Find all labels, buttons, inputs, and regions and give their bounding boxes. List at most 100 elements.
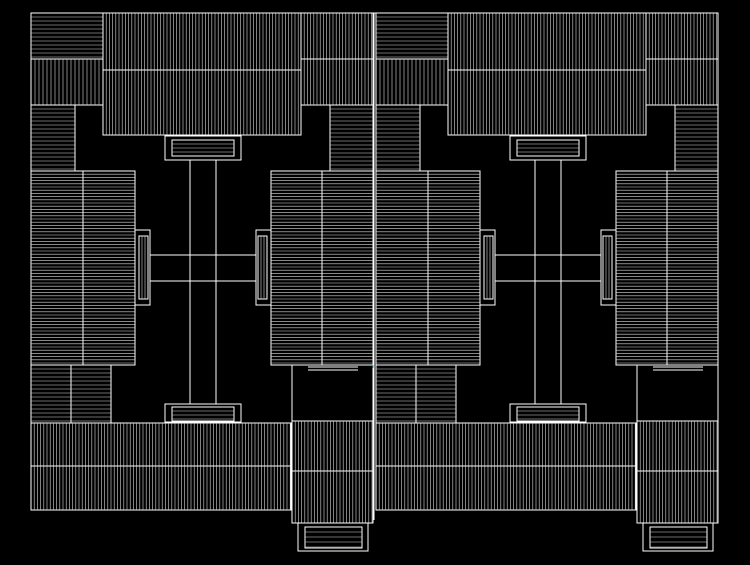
roof-wing-right-b [321,170,374,366]
roof-entry-lower-hatch [639,471,718,523]
dormer-left [138,235,149,300]
roof-bottom-band-upper [30,422,292,467]
dormer-top [171,139,235,157]
roof-bottom-gable-left [30,364,72,424]
dormer-top-hatch [517,143,579,153]
roof-wing-left-a [30,170,84,366]
roof-link-right-top [329,104,374,172]
roof-bottom-gable-right-hatch [416,368,456,422]
roof-bottom-band-upper-outline [30,422,292,467]
roof-link-left-top-outline [30,104,76,172]
entry-recess [636,364,719,422]
dormer-right-outline [602,235,613,300]
entry-steps [649,526,708,549]
roof-link-left-top-hatch [31,108,75,170]
roof-link-right-top [674,104,719,172]
roof-wing-right-a [270,170,323,366]
roof-link-left-top [375,104,421,172]
dormer-bottom-hatch [517,410,579,420]
roof-entry-lower-hatch [294,471,373,523]
roof-entry-lower [636,470,719,524]
roof-wing-right-a-hatch [616,173,667,364]
dormer-right-outline [257,235,268,300]
roof-bottom-gable-left-hatch [376,368,416,422]
dormer-top [516,139,580,157]
roof-entry-upper [636,420,719,472]
roof-top-left-lower [30,58,104,106]
roof-wing-left-a [375,170,429,366]
roof-wing-left-b-outline [427,170,481,366]
dormer-right [602,235,613,300]
roof-entry-upper-outline [636,420,719,472]
roof-bottom-gable-left-hatch [31,368,71,422]
roof-wing-left-b-outline [82,170,136,366]
roof-wing-left-a-hatch [31,173,83,364]
roof-link-left-top [30,104,76,172]
roof-top-center-lower-hatch [450,70,644,135]
roof-top-right-block [300,12,374,60]
roof-wing-right-b [666,170,719,366]
roof-top-right-lower [300,58,374,106]
roof-bottom-gable-right-outline [415,364,457,424]
dormer-top-hatch [172,143,234,153]
roof-top-left-lower [375,58,449,106]
roof-entry-upper-hatch [294,421,373,471]
dormer-right-hatch [605,236,610,299]
roof-top-left-block [30,12,104,60]
roof-top-right-block-outline [300,12,374,60]
entry-recess [291,364,374,422]
building-unit-2 [375,12,719,552]
roof-bottom-band-upper-hatch [378,423,636,466]
dormer-bottom-hatch [172,410,234,420]
roof-top-center-upper [447,12,647,71]
roof-top-right-block [645,12,719,60]
roof-top-right-lower-outline [645,58,719,106]
roof-top-right-block-outline [645,12,719,60]
roof-entry-lower [291,470,374,524]
dormer-left [483,235,494,300]
roof-top-left-block [375,12,449,60]
roof-link-right-top-hatch [675,108,718,170]
roof-top-right-lower [645,58,719,106]
roof-entry-lower-outline [291,470,374,524]
entry-steps [304,526,363,549]
dormer-right [257,235,268,300]
roof-bottom-band-upper [375,422,637,467]
roof-wing-left-b-hatch [83,173,135,364]
roof-entry-upper-hatch [639,421,718,471]
roof-bottom-band-lower-outline [375,465,637,511]
roof-wing-right-a-outline [615,170,668,366]
roof-link-right-top-outline [329,104,374,172]
roof-bottom-band-lower [375,465,637,511]
roof-link-right-top-hatch [330,108,373,170]
roof-bottom-band-lower-outline [30,465,292,511]
roof-bottom-band-lower-hatch [378,466,636,510]
dormer-left-hatch [141,236,146,299]
roof-wing-right-b-outline [321,170,374,366]
dormer-bottom-outline [516,406,580,422]
roof-wing-left-b [82,170,136,366]
roof-bottom-gable-right [415,364,457,424]
dormer-right-hatch [260,236,265,299]
roof-bottom-gable-right-hatch [71,368,111,422]
roof-wing-right-a-hatch [271,173,322,364]
dormer-bottom [516,406,580,422]
roof-wing-right-a [615,170,668,366]
roof-top-left-lower-hatch [379,59,445,105]
entry-steps-outline [304,526,363,549]
dormer-bottom [171,406,235,422]
entry-steps-outline [649,526,708,549]
roof-entry-lower-outline [636,470,719,524]
roof-top-right-block-hatch [648,13,717,59]
roof-wing-left-a-hatch [376,173,428,364]
roof-wing-left-b-hatch [428,173,480,364]
roof-top-left-block-outline [375,12,449,60]
roof-top-center-lower [447,69,647,136]
roof-top-left-block-hatch [31,16,103,58]
roof-top-center-upper [102,12,302,71]
entry-steps-hatch [305,531,362,548]
building-outline [30,0,750,565]
roof-wing-left-b [427,170,481,366]
roof-top-center-lower-hatch [105,70,299,135]
